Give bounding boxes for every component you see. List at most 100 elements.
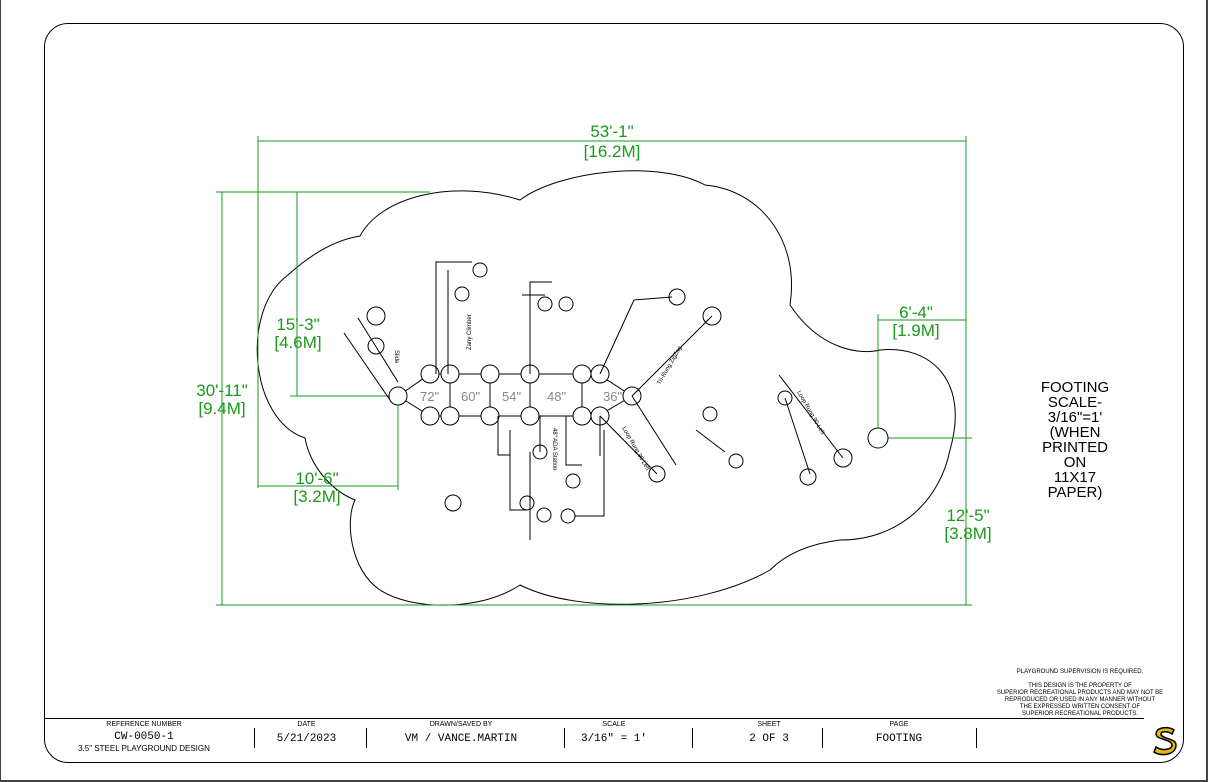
footing-circle <box>366 306 386 326</box>
reference-sub: 3.5" STEEL PLAYGROUND DESIGN <box>78 744 210 753</box>
deck-height-labels: 72" 60" 54" 48" 36" <box>420 389 622 404</box>
title-block-rule <box>44 718 1144 719</box>
left-lower-dim: 10'-6" <box>295 469 338 488</box>
scale-note-line: SCALE- <box>1047 394 1103 411</box>
sheet-edge-bottom <box>0 780 1208 782</box>
scale-note-line: FOOTING <box>1040 379 1110 396</box>
property-note-line: THE EXPRESSED WRITTEN CONSENT OF <box>1019 704 1141 710</box>
footing-circle <box>799 468 817 486</box>
footing-circle <box>444 494 462 512</box>
footing-circle <box>558 296 574 312</box>
deck-height-5: 36" <box>603 389 622 404</box>
left-upper-dim: 15'-3" <box>276 315 319 334</box>
scale-note-line: PRINTED <box>1042 439 1108 456</box>
drawn-by-value: VM / VANCE.MARTIN <box>404 733 518 745</box>
tri-rung-label: Tri-Rung ZigZag <box>657 345 684 386</box>
scale-note-line: 3/16"=1' <box>1047 409 1103 426</box>
footing-circle <box>472 262 488 278</box>
left-lower-metric: [3.2M] <box>293 487 340 506</box>
footing-circle <box>420 406 440 426</box>
title-block-divider <box>254 728 255 748</box>
dimension-lines <box>216 136 972 606</box>
sheet-value: 2 OF 3 <box>749 733 789 745</box>
right-upper-metric: [1.9M] <box>892 321 939 340</box>
loop-rung-left-label: Loop Rung 90 Left <box>620 426 650 472</box>
scale-value: 3/16" = 1' <box>580 733 647 745</box>
footing-circle <box>480 406 500 426</box>
measurement-lines <box>343 261 844 540</box>
footing-circle <box>537 296 553 312</box>
design-notes: PLAYGROUND SUPERVISION IS REQUIRED. THIS… <box>975 669 1185 718</box>
sheet-cell: SHEET 2 OF 3 <box>724 721 814 746</box>
footing-circle <box>519 495 535 511</box>
footing-circle <box>388 386 408 406</box>
footing-circle <box>728 453 744 469</box>
drawn-by-cell: DRAWN/SAVED BY VM / VANCE.MARTIN <box>366 721 556 746</box>
date-cell: DATE 5/21/2023 <box>254 721 359 746</box>
scale-note-line: 11X17 <box>1053 469 1097 486</box>
ada-station-label: 48" ADA Station <box>551 428 557 471</box>
supervision-note: PLAYGROUND SUPERVISION IS REQUIRED. <box>1016 669 1144 675</box>
title-block-divider <box>366 728 367 748</box>
deck-height-2: 60" <box>461 389 480 404</box>
title-block-divider <box>564 728 565 748</box>
reference-value: CW-0050-1 <box>114 731 174 743</box>
page-cell: PAGE FOOTING <box>834 721 964 746</box>
date-label: DATE <box>297 721 316 728</box>
right-lower-dim: 12'-5" <box>946 506 989 525</box>
left-upper-metric: [4.6M] <box>274 333 321 352</box>
property-note-line: SUPERIOR RECREATIONAL PRODUCTS AND MAY N… <box>996 690 1164 696</box>
slide-label: Slide <box>393 350 399 364</box>
footing-circle <box>420 364 440 384</box>
property-note-line: THIS DESIGN IS THE PROPERTY OF <box>1028 683 1132 689</box>
scale-note-line: ON <box>1063 454 1087 471</box>
footing-scale-note: FOOTING SCALE- 3/16"=1' (WHEN PRINTED ON… <box>1020 380 1130 500</box>
scale-note-line: (WHEN <box>1049 424 1101 441</box>
footing-circle <box>520 406 540 426</box>
zany-climber-label: Zany Climber <box>467 314 473 350</box>
drawn-by-label: DRAWN/SAVED BY <box>429 721 493 728</box>
title-block-divider <box>976 728 977 748</box>
footing-circle <box>572 364 592 384</box>
deck-height-3: 54" <box>502 389 521 404</box>
footing-circle <box>560 508 576 524</box>
footing-circle <box>480 364 500 384</box>
title-block: REFERENCE NUMBER CW-0050-1 3.5" STEEL PL… <box>44 718 1184 763</box>
deck-height-1: 72" <box>420 389 439 404</box>
reference-label: REFERENCE NUMBER <box>106 721 182 728</box>
footing-circle <box>565 473 581 489</box>
footing-circles <box>366 262 889 524</box>
footing-circle <box>702 406 718 422</box>
right-lower-metric: [3.8M] <box>944 524 991 543</box>
superior-logo-icon <box>1153 726 1177 756</box>
sheet-edge-right <box>1206 0 1208 782</box>
reference-cell: REFERENCE NUMBER CW-0050-1 3.5" STEEL PL… <box>44 721 244 753</box>
safety-zone-outline <box>256 170 956 606</box>
scale-note-line: PAPER) <box>1047 484 1103 501</box>
sheet-edge-left <box>0 0 1 782</box>
overall-width-dim: 53'-1" <box>590 122 633 141</box>
footing-circle <box>536 507 552 523</box>
footing-circle <box>572 406 592 426</box>
scale-cell: SCALE 3/16" = 1' <box>564 721 664 746</box>
footing-circle <box>454 286 470 302</box>
scale-label: SCALE <box>602 721 626 728</box>
title-block-divider <box>692 728 693 748</box>
deck-height-4: 48" <box>547 389 566 404</box>
overall-width-metric: [16.2M] <box>584 142 641 161</box>
property-note-line: SUPERIOR RECREATIONAL PRODUCTS. <box>1021 711 1138 717</box>
overall-depth-dim: 30'-11" <box>196 381 248 400</box>
footing-circle <box>440 406 460 426</box>
overall-depth-metric: [9.4M] <box>198 399 245 418</box>
date-value: 5/21/2023 <box>276 733 337 745</box>
page-label: PAGE <box>889 721 909 728</box>
page-value: FOOTING <box>875 733 923 745</box>
footing-circle <box>867 427 889 449</box>
property-note-line: REPRODUCED OR USED IN ANY MANNER WITHOUT <box>1004 697 1156 703</box>
footing-circle <box>440 364 460 384</box>
title-block-divider <box>822 728 823 748</box>
loop-rung-right-label: Loop Rung 90 Left <box>795 390 825 436</box>
sheet-label: SHEET <box>757 721 781 728</box>
